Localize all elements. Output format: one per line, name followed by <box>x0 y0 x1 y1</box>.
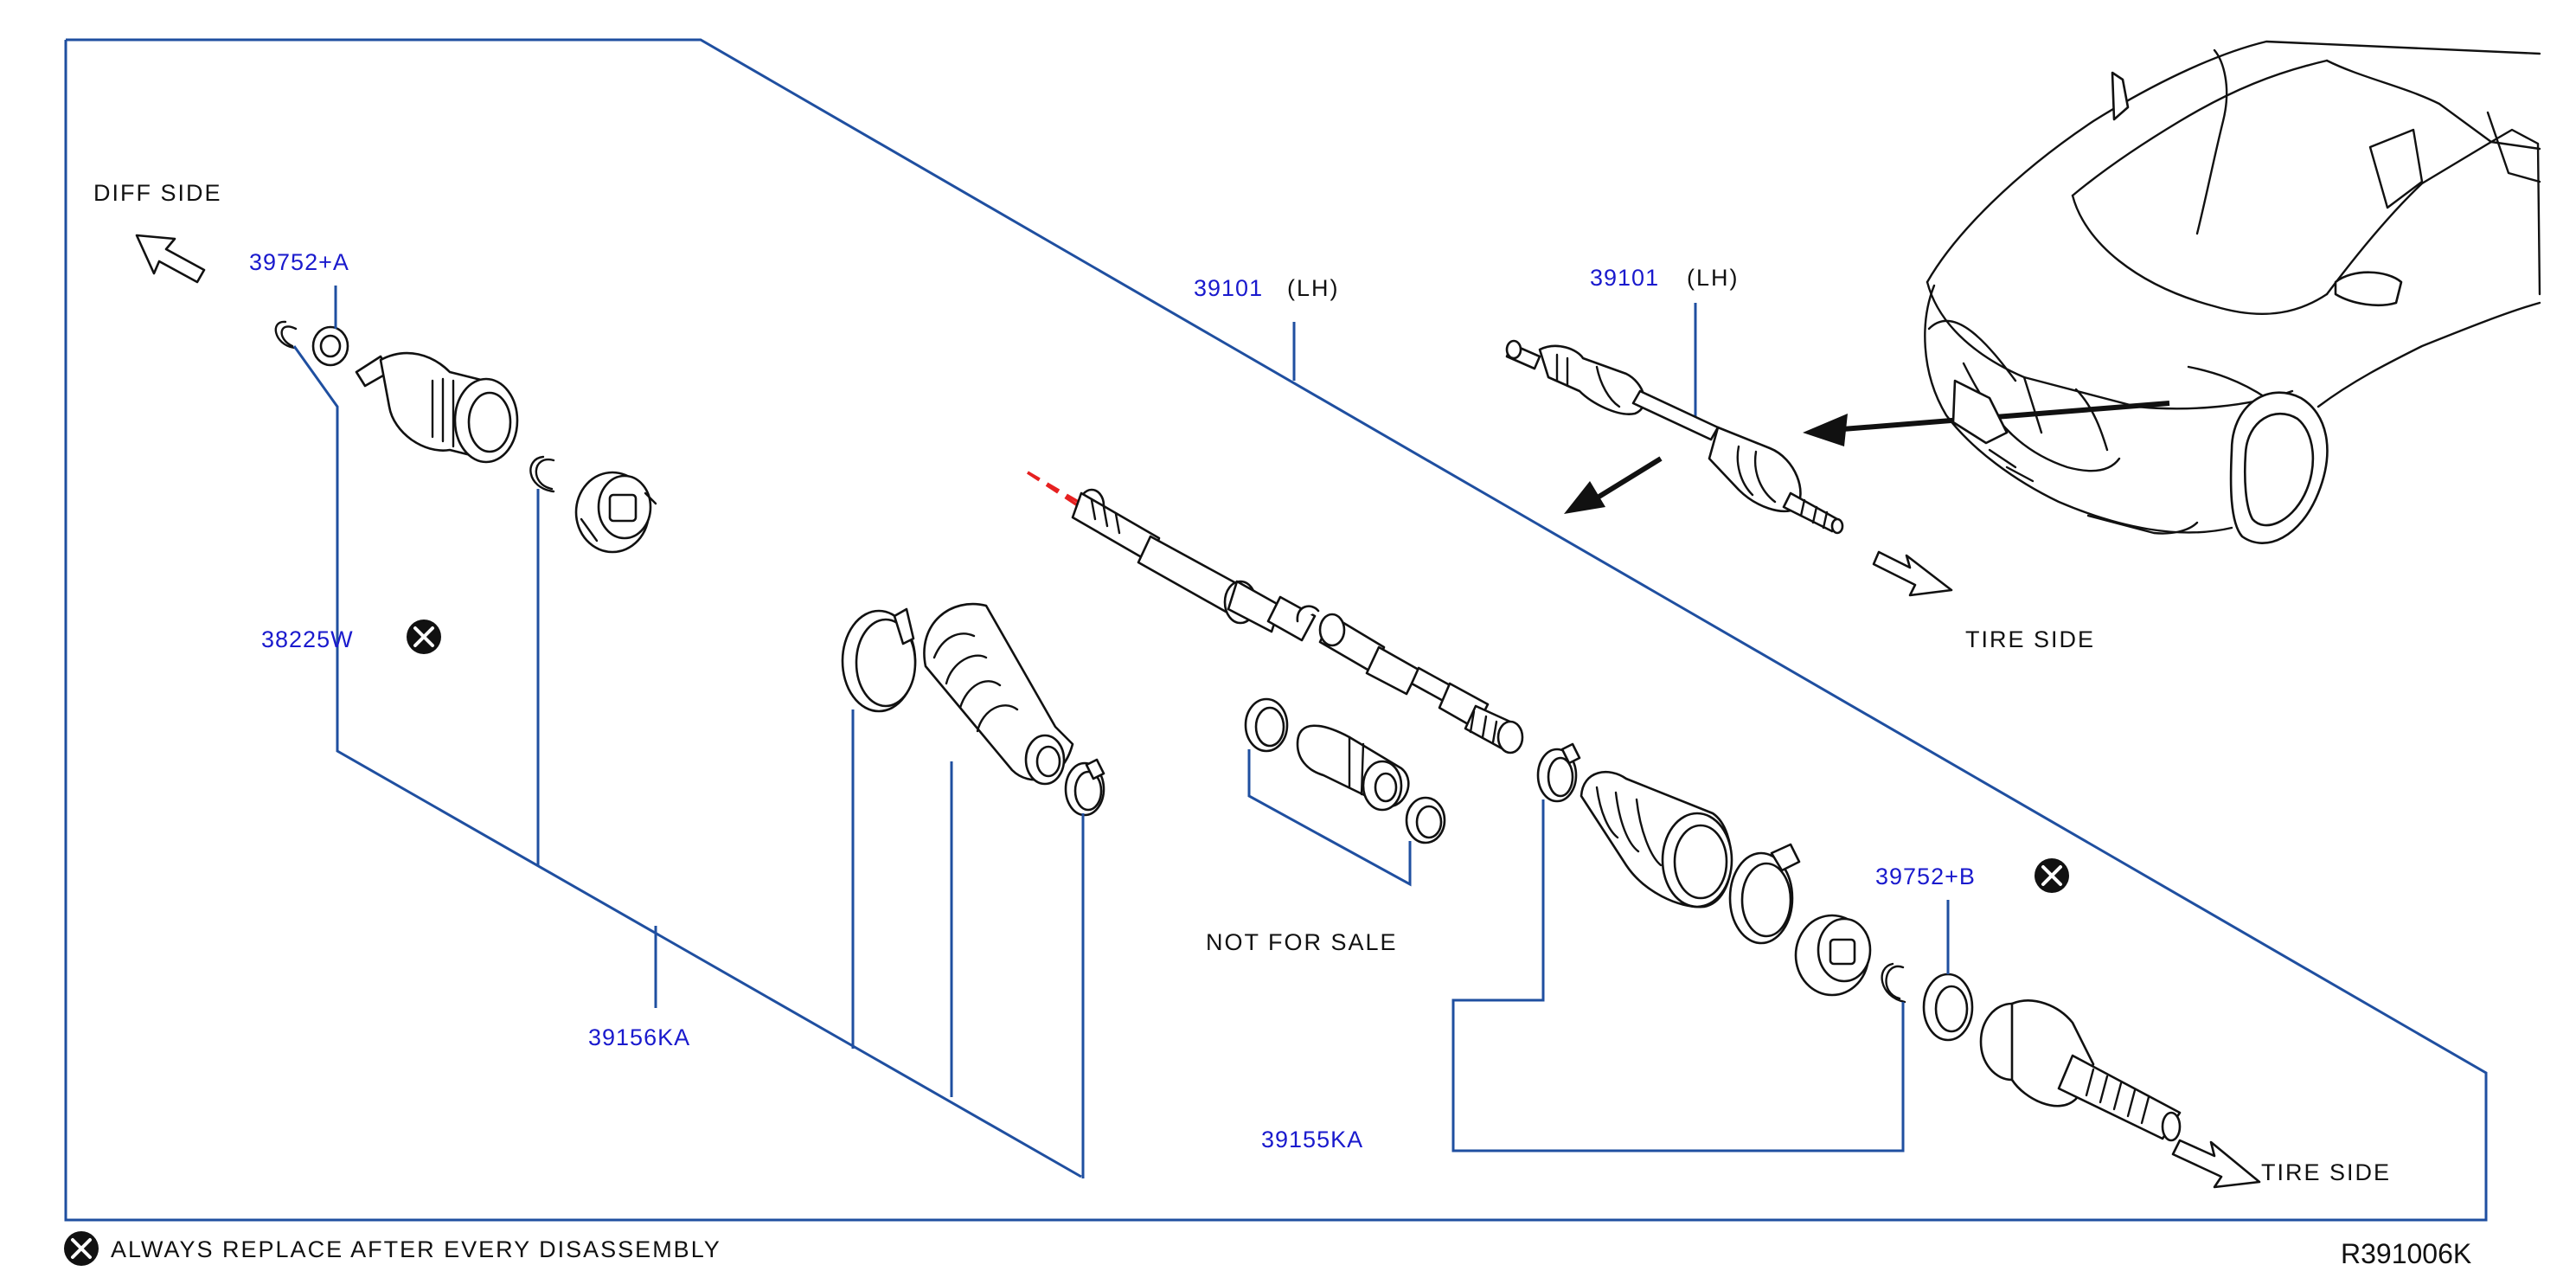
part-label-39101-main[interactable]: 39101 <box>1194 275 1263 301</box>
boot-left <box>923 602 1074 786</box>
tire-side-arrow-icon <box>2171 1139 2261 1189</box>
tire-side-label-bottom: TIRE SIDE <box>2261 1159 2391 1185</box>
boot-right <box>1580 771 1733 908</box>
boot-band-small-left <box>1064 758 1105 817</box>
part-label-39156ka[interactable]: 39156KA <box>588 1024 690 1050</box>
part-label-39752b[interactable]: 39752+B <box>1875 863 1976 889</box>
leader-39155ka <box>1451 799 1905 1152</box>
part-label-38225w[interactable]: 38225W <box>261 626 354 652</box>
snap-ring-left <box>274 320 298 350</box>
spider-assembly-left <box>574 471 657 554</box>
snap-ring-middle-left <box>529 455 555 493</box>
spider-assembly-right <box>1794 914 1872 997</box>
outer-joint-housing-right <box>1979 999 2182 1142</box>
leader-38225w <box>292 345 1082 1178</box>
leader-not-for-sale <box>1247 749 1412 887</box>
damper-ring-right <box>1405 796 1446 844</box>
boot-band-small-right <box>1536 742 1581 803</box>
washer-39752a <box>311 325 349 367</box>
reference-code: R391006K <box>2341 1238 2471 1269</box>
boot-band-large-right <box>1728 843 1801 945</box>
replace-mark-icon-legend <box>64 1231 99 1266</box>
shaft-dashed-top <box>1027 471 1082 505</box>
replace-mark-icon <box>407 620 441 654</box>
inset-shaft-assembly <box>1505 339 1844 535</box>
part-label-39752a[interactable]: 39752+A <box>249 249 349 275</box>
diff-side-arrow-icon <box>135 234 206 284</box>
legend-text: ALWAYS REPLACE AFTER EVERY DISASSEMBLY <box>111 1236 721 1262</box>
part-label-39155ka[interactable]: 39155KA <box>1261 1127 1363 1152</box>
vehicle-illustration <box>1924 40 2541 544</box>
diagram-frame <box>64 38 2488 1222</box>
part-label-39101-inset[interactable]: 39101 <box>1590 265 1659 291</box>
tire-side-arrow-icon-top <box>1872 550 1953 597</box>
damper-ring-left <box>1244 697 1289 753</box>
side-label-39101-main: (LH) <box>1287 275 1340 301</box>
snap-ring-right <box>1881 962 1906 1004</box>
not-for-sale-note: NOT FOR SALE <box>1206 929 1398 955</box>
side-label-39101-inset: (LH) <box>1687 265 1740 291</box>
washer-39752b <box>1922 973 1974 1042</box>
inner-joint-housing-left <box>355 351 519 464</box>
drive-shaft <box>1071 488 1524 754</box>
tire-side-label-top: TIRE SIDE <box>1965 626 2095 652</box>
boot-band-large-left <box>841 607 917 713</box>
inset-direction-arrows <box>1564 401 2170 514</box>
replace-mark-icon-right <box>2035 858 2069 893</box>
dynamic-damper <box>1296 724 1410 812</box>
diff-side-label: DIFF SIDE <box>93 180 222 206</box>
